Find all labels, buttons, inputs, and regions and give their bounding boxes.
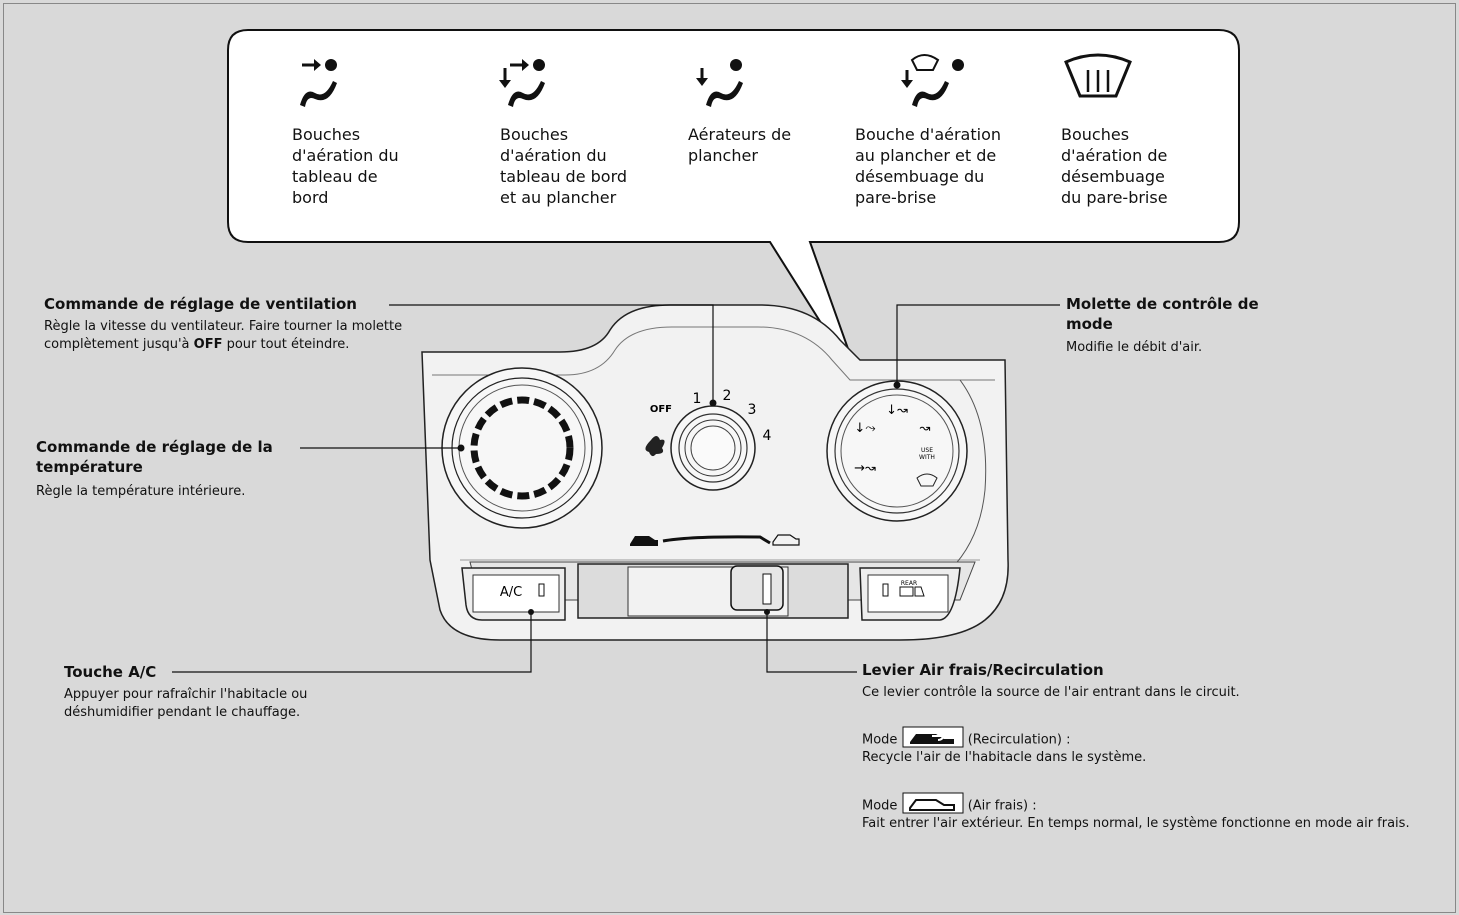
floor-vent-icon bbox=[696, 59, 743, 107]
knob-defrost-icon bbox=[916, 473, 938, 487]
fresh-mode-desc: Fait entrer l'air extérieur. En temps no… bbox=[862, 816, 1410, 831]
recirc-icon-box bbox=[902, 726, 964, 754]
fan-callout-title: Commande de réglage de ventilation bbox=[44, 295, 357, 313]
fan-speed-knob[interactable] bbox=[645, 399, 756, 491]
dashboard-floor-vent-icon bbox=[499, 59, 545, 107]
fan-mark-2: 2 bbox=[723, 388, 732, 404]
recirc-car-icon bbox=[909, 734, 954, 744]
knob-dashboard-floor-icon: ↓⤳ bbox=[854, 421, 876, 436]
ac-callout-title: Touche A/C bbox=[64, 663, 157, 681]
leader-lines bbox=[172, 304, 1060, 673]
fan-callout-desc: Règle la vitesse du ventilateur. Faire t… bbox=[44, 319, 403, 352]
recirc-mode-line: Mode (Recirculation) : bbox=[862, 726, 1422, 754]
temp-callout-desc: Règle la température intérieure. bbox=[36, 484, 246, 499]
fan-icon bbox=[645, 436, 665, 457]
fan-mark-1: 1 bbox=[693, 391, 702, 407]
temperature-knob[interactable] bbox=[441, 367, 603, 529]
mode-knob[interactable]: ↓⤳ ↓↝ ↝ →↝ USE WITH bbox=[826, 380, 968, 522]
mode-callout-bubble bbox=[227, 29, 1240, 389]
mode-callout-desc: Modifie le débit d'air. bbox=[1066, 340, 1203, 355]
recirc-mode-desc: Recycle l'air de l'habitacle dans le sys… bbox=[862, 750, 1147, 765]
dashboard-vent-icon bbox=[300, 59, 337, 107]
fresh-car-icon bbox=[908, 799, 955, 811]
mode-label-floor: Aérateurs de plancher bbox=[688, 125, 792, 165]
fresh-air-icon bbox=[772, 534, 800, 546]
knob-floor-icon: ↓↝ bbox=[886, 403, 908, 418]
lever-callout-title: Levier Air frais/Recirculation bbox=[862, 661, 1104, 679]
rear-label: REAR bbox=[901, 580, 917, 587]
fan-mark-4: 4 bbox=[763, 428, 772, 444]
fan-mark-off: OFF bbox=[650, 404, 672, 415]
ac-button-label: A/C bbox=[500, 585, 522, 600]
recirc-icon bbox=[630, 536, 658, 546]
temp-callout-title: Commande de réglage de la température bbox=[36, 438, 273, 476]
fresh-mode-line: Mode (Air frais) : bbox=[862, 792, 1422, 820]
fan-mark-3: 3 bbox=[748, 402, 757, 418]
mode-label-dashboard: Bouches d'aération du tableau de bord bbox=[292, 125, 399, 207]
knob-floor-defrost-icon: ↝ bbox=[920, 421, 931, 436]
mode-label-floor-defrost: Bouche d'aération au plancher et de dése… bbox=[855, 125, 1002, 207]
ac-button[interactable]: A/C bbox=[461, 567, 566, 621]
rear-defrost-button[interactable]: REAR bbox=[859, 567, 961, 621]
floor-defrost-vent-icon bbox=[901, 54, 964, 107]
mode-label-defrost: Bouches d'aération de désembuage du pare… bbox=[1061, 125, 1168, 207]
mode-callout-title: Molette de contrôle de mode bbox=[1066, 295, 1259, 333]
windshield-defrost-icon bbox=[1064, 53, 1132, 98]
use-with-line1: USE bbox=[921, 447, 933, 454]
knob-dashboard-icon: →↝ bbox=[854, 461, 876, 476]
use-with-line2: WITH bbox=[919, 454, 935, 461]
lever-callout-desc: Ce levier contrôle la source de l'air en… bbox=[862, 685, 1240, 700]
air-source-lever[interactable] bbox=[577, 563, 849, 619]
fresh-icon-box bbox=[902, 792, 964, 820]
rear-defrost-icon bbox=[914, 586, 925, 597]
mode-label-dashboard-floor: Bouches d'aération du tableau de bord et… bbox=[500, 125, 628, 207]
ac-callout-desc: Appuyer pour rafraîchir l'habitacle ou d… bbox=[64, 687, 308, 720]
